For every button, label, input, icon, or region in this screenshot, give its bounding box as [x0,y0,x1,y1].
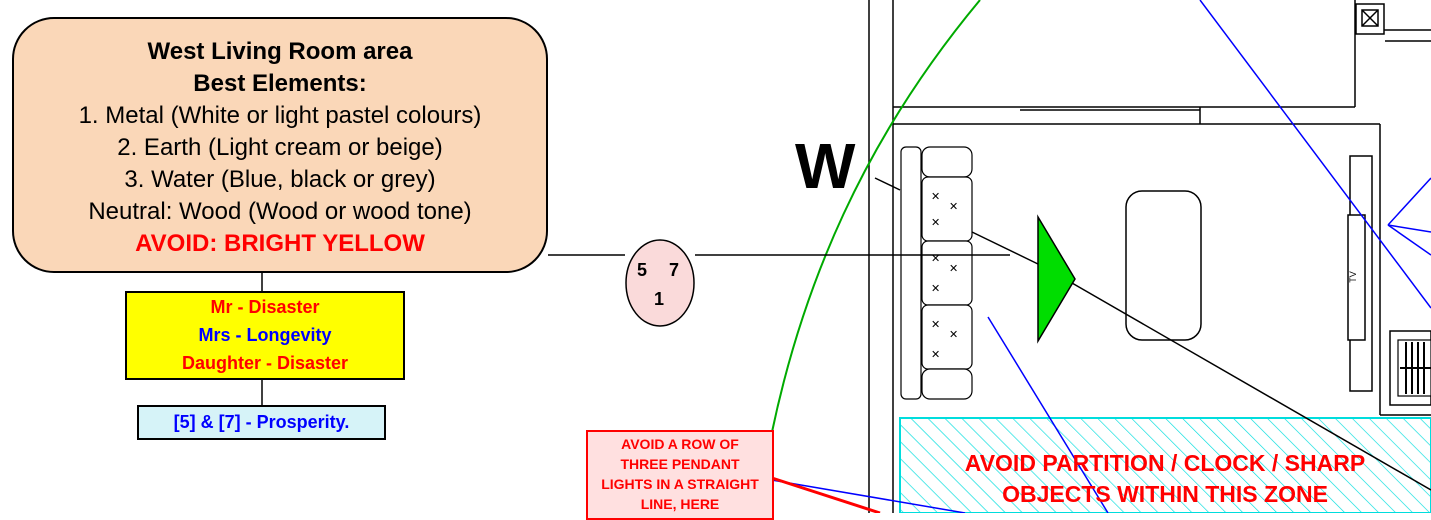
star-number-1: 1 [654,289,665,309]
tv-label: TV [1347,271,1358,283]
info-item: 2. Earth (Light cream or beige) [117,134,443,161]
svg-text:✕: ✕ [931,318,940,331]
occupant-status-box: Mr - Disaster Mrs - Longevity Daughter -… [125,291,405,380]
avoid-zone [899,417,1431,513]
svg-text:✕: ✕ [949,328,958,341]
info-subtitle: Best Elements: [193,70,367,97]
svg-text:✕: ✕ [931,348,940,361]
zone-warning-line: OBJECTS WITHIN THIS ZONE [1002,481,1328,507]
svg-text:✕: ✕ [931,190,940,203]
direction-arrow [1037,214,1076,344]
status-mrs: Mrs - Longevity [198,325,332,345]
leader-lines [261,177,1431,491]
info-avoid: AVOID: BRIGHT YELLOW [135,230,425,257]
red-pointer [771,476,881,513]
avoid-lights-line: AVOID A ROW OF [621,436,739,452]
svg-text:✕: ✕ [931,252,940,265]
info-item: Neutral: Wood (Wood or wood tone) [88,198,472,225]
cushion-marks: ✕ ✕ ✕ ✕ ✕ ✕ ✕ ✕ ✕ [931,190,958,361]
radiator-bars [1400,342,1431,394]
star-number-7: 7 [669,260,680,280]
sofa [900,146,973,400]
status-daughter: Daughter - Disaster [181,353,349,373]
avoid-lights-note: AVOID A ROW OF THREE PENDANT LIGHTS IN A… [586,430,774,520]
info-item: 3. Water (Blue, black or grey) [124,166,436,193]
info-item: 1. Metal (White or light pastel colours) [78,102,482,129]
coffee-table [1125,190,1202,341]
direction-label-w: W [795,130,856,202]
prosperity-note: [5] & [7] - Prosperity. [137,405,386,440]
flying-star-circle [625,239,695,327]
avoid-lights-line: THREE PENDANT [620,456,740,472]
avoid-lights-line: LIGHTS IN A STRAIGHT [601,476,759,492]
svg-text:✕: ✕ [949,262,958,275]
star-number-5: 5 [637,260,648,280]
zone-warning-line: AVOID PARTITION / CLOCK / SHARP [964,450,1366,476]
tv [1347,214,1366,341]
fixture-cross [1361,9,1379,27]
info-title: West Living Room area [147,38,413,65]
element-info-box: West Living Room area Best Elements: 1. … [12,17,548,273]
svg-text:✕: ✕ [931,216,940,229]
avoid-lights-line: LINE, HERE [640,496,720,512]
status-mr: Mr - Disaster [210,297,320,317]
svg-text:✕: ✕ [949,200,958,213]
svg-text:✕: ✕ [931,282,940,295]
sector-arc [757,0,981,513]
